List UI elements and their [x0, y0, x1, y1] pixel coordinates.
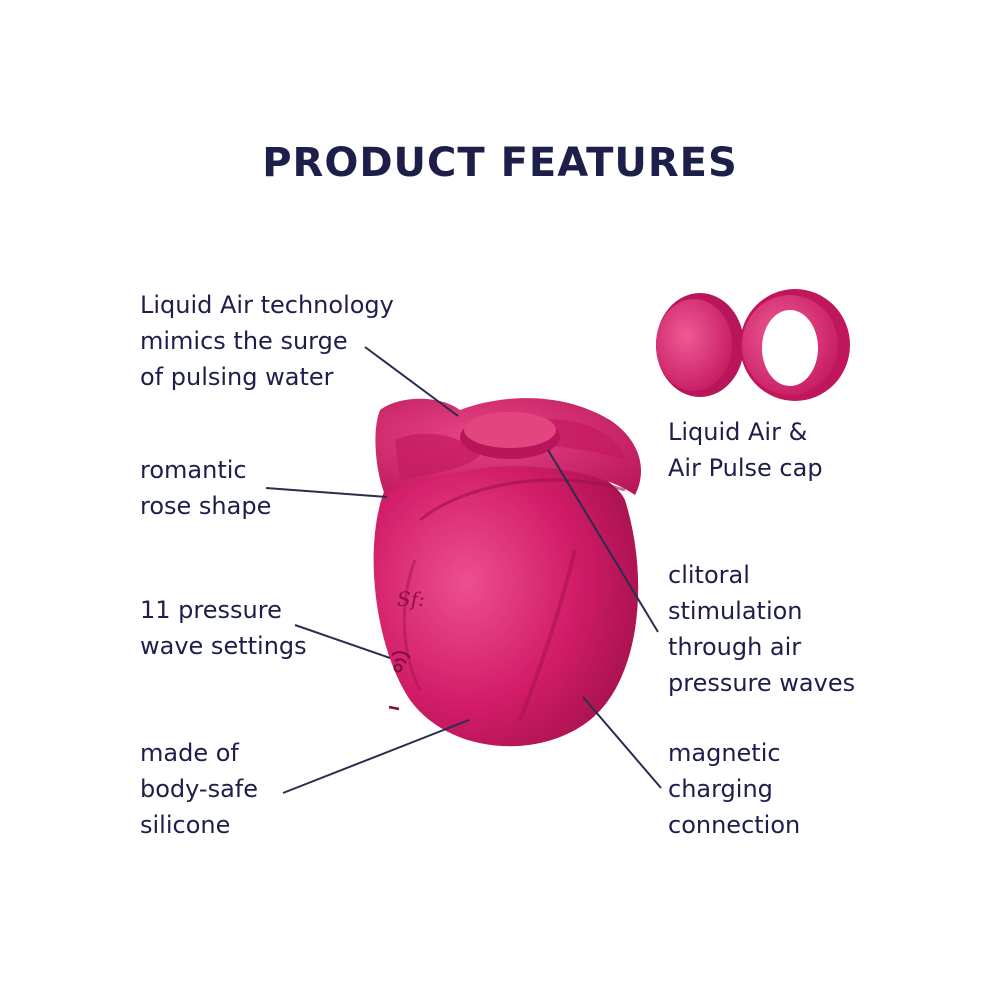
- feature-material: made of body-safe silicone: [140, 739, 259, 839]
- feature-caps: Liquid Air & Air Pulse cap: [668, 418, 823, 482]
- feature-settings: 11 pressure wave settings: [140, 596, 307, 660]
- feature-rose-shape: romantic rose shape: [140, 456, 272, 520]
- leader-line-charging: [582, 696, 662, 789]
- leader-line-liquid-air: [364, 346, 459, 417]
- brand-logo-icon: Sf:: [397, 587, 425, 611]
- feature-liquid-air: Liquid Air technology mimics the surge o…: [140, 291, 394, 391]
- leader-line-material: [282, 719, 470, 794]
- charging-port-icon: [388, 705, 400, 711]
- page-title: PRODUCT FEATURES: [262, 140, 738, 186]
- liquid-air-cap: [656, 293, 744, 397]
- feature-stimulation: clitoral stimulation through air pressur…: [668, 561, 856, 697]
- leader-lines: [265, 346, 662, 794]
- pressure-wave-button-icon[interactable]: [391, 651, 411, 673]
- feature-charging: magnetic charging connection: [668, 739, 801, 839]
- rose-body: [373, 448, 639, 747]
- air-nozzle: [460, 412, 560, 459]
- air-pulse-cap: [740, 289, 850, 401]
- leader-line-settings: [294, 624, 391, 659]
- leader-line-rose-shape: [265, 487, 388, 498]
- leader-line-stimulation: [547, 449, 659, 633]
